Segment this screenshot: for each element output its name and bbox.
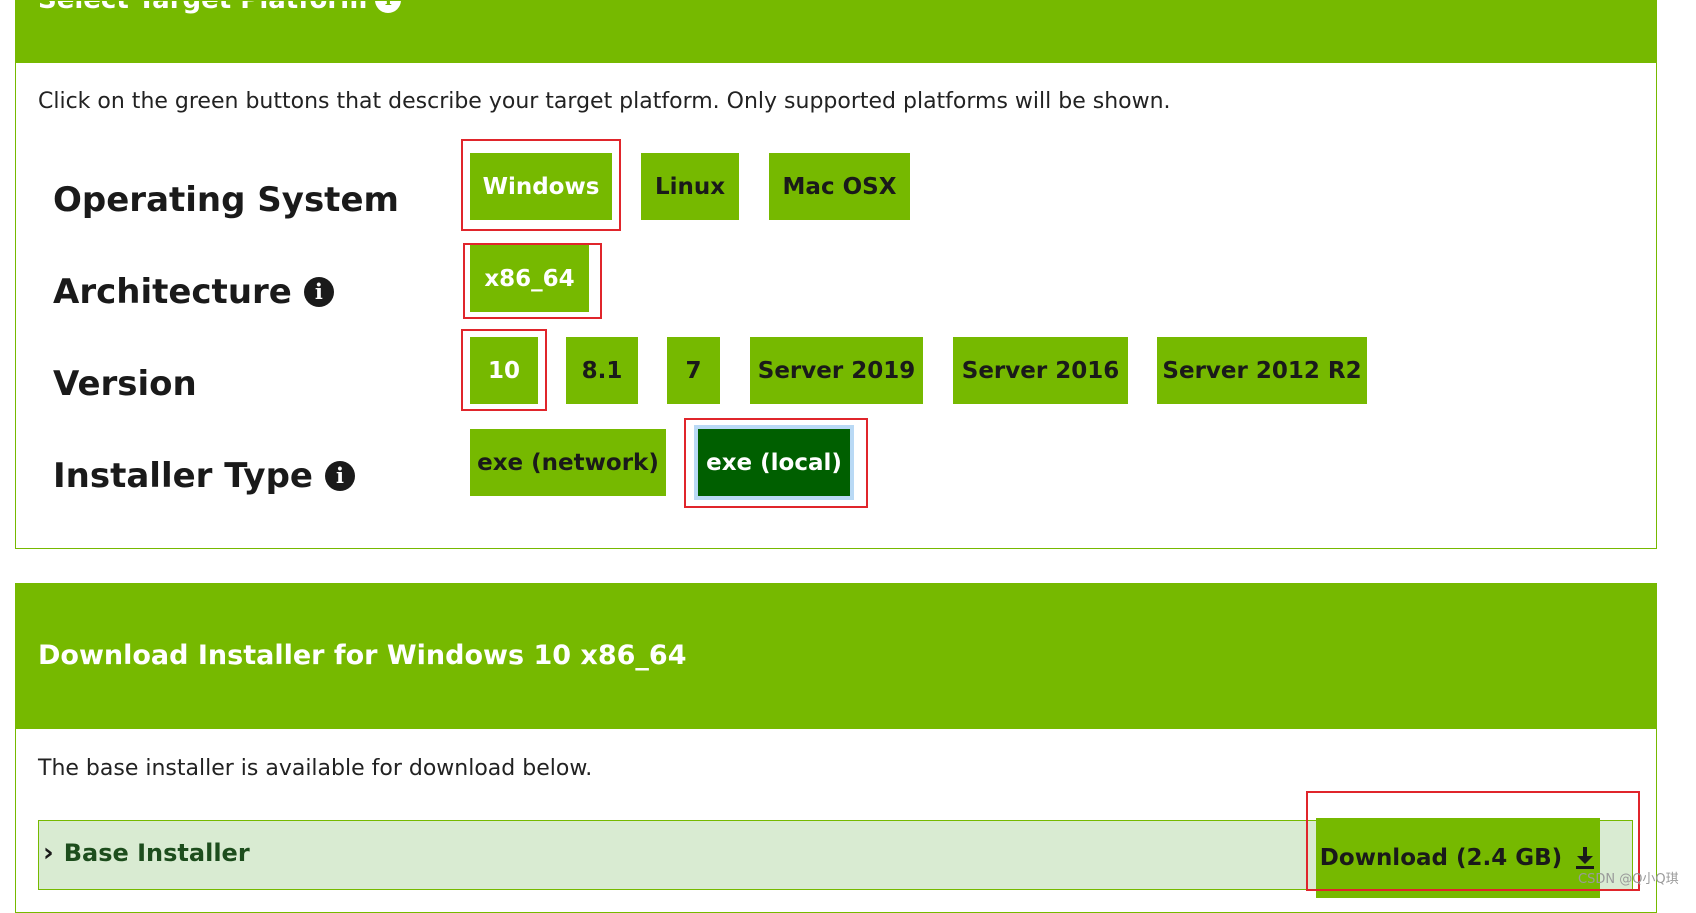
version-option-server-2019[interactable]: Server 2019: [750, 337, 923, 404]
instructions-text: Click on the green buttons that describe…: [38, 89, 1171, 114]
version-option-8-1[interactable]: 8.1: [566, 337, 638, 404]
info-icon[interactable]: i: [375, 1, 402, 13]
base-installer-toggle[interactable]: › Base Installer: [43, 838, 250, 868]
select-platform-title: Select Target Platform i: [38, 1, 402, 15]
version-option-7[interactable]: 7: [667, 337, 720, 404]
watermark: CSDN @Q小Q琪: [1578, 872, 1679, 887]
download-button[interactable]: Download (2.4 GB): [1316, 818, 1600, 898]
chevron-right-icon: ›: [43, 838, 54, 868]
label-architecture: Architecture i: [53, 272, 334, 312]
label-operating-system: Operating System: [53, 180, 399, 220]
label-version: Version: [53, 364, 197, 404]
installer-option-exe-local[interactable]: exe (local): [694, 425, 854, 500]
os-option-linux[interactable]: Linux: [641, 153, 739, 220]
version-option-server-2016[interactable]: Server 2016: [953, 337, 1128, 404]
os-option-windows[interactable]: Windows: [470, 153, 612, 220]
info-icon[interactable]: i: [303, 277, 334, 307]
select-platform-header: Select Target Platform i: [16, 1, 1656, 63]
version-option-server-2012-r2[interactable]: Server 2012 R2: [1157, 337, 1367, 404]
arch-option-x86-64[interactable]: x86_64: [470, 245, 589, 312]
download-title: Download Installer for Windows 10 x86_64: [38, 640, 687, 671]
os-option-mac-osx[interactable]: Mac OSX: [769, 153, 910, 220]
download-description: The base installer is available for down…: [38, 756, 593, 781]
label-installer-type: Installer Type i: [53, 456, 355, 496]
info-icon[interactable]: i: [324, 461, 355, 491]
version-option-10[interactable]: 10: [470, 337, 538, 404]
download-icon: [1576, 847, 1595, 869]
select-platform-panel: Select Target Platform i Click on the gr…: [15, 0, 1657, 549]
download-header: Download Installer for Windows 10 x86_64: [16, 584, 1656, 729]
installer-option-exe-network[interactable]: exe (network): [470, 429, 666, 496]
